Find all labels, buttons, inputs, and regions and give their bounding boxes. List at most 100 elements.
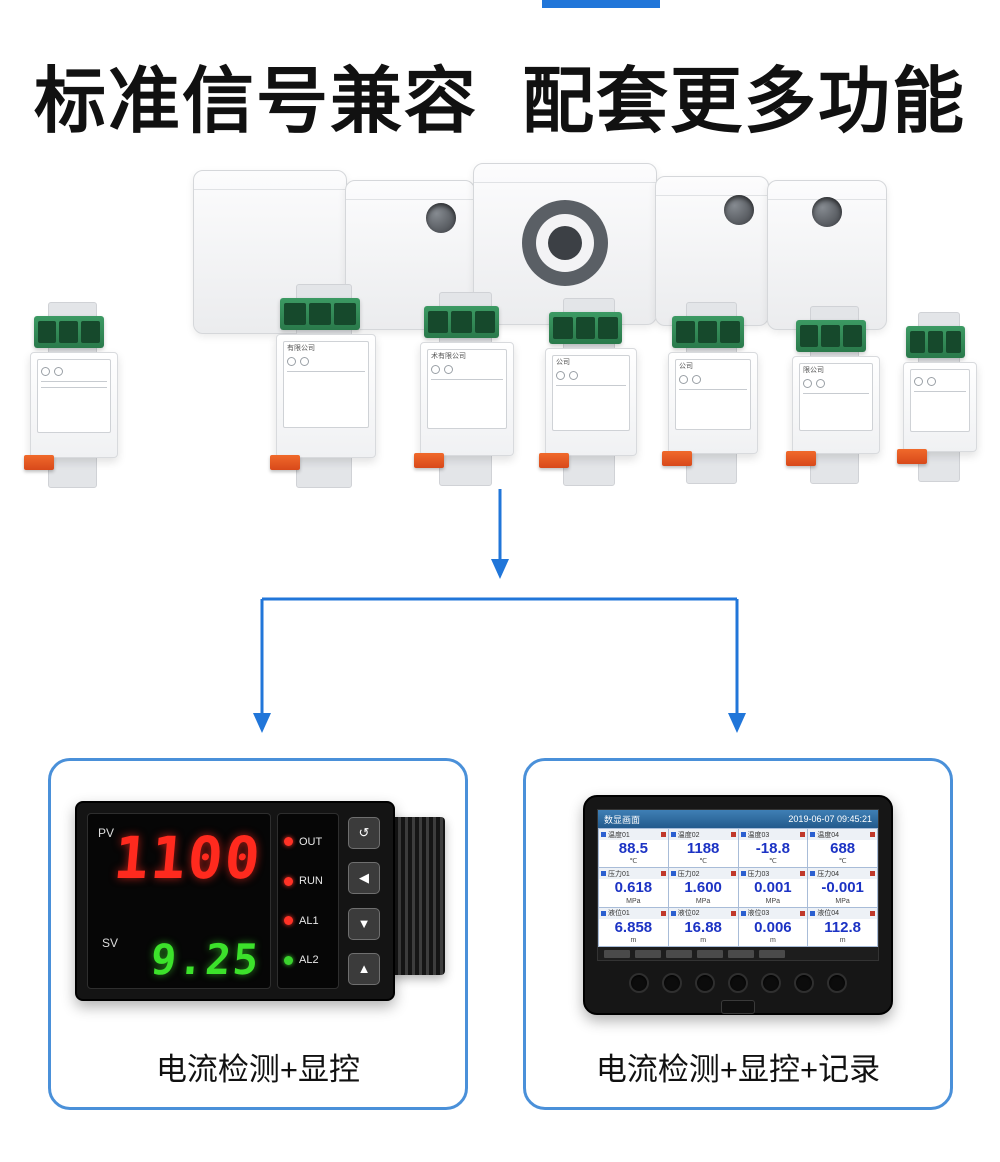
channel-icon [810, 832, 816, 837]
terminal-block [280, 298, 360, 330]
rail-clip [662, 451, 692, 466]
sticker-text: 术有限公司 [431, 353, 466, 360]
isolator-body [655, 176, 769, 326]
terminal-slot [697, 321, 718, 343]
channel-icon [601, 871, 606, 877]
diagram-pin [692, 375, 701, 385]
alarm-icon [870, 910, 875, 916]
diagram-line [287, 371, 365, 373]
diagram-pin [444, 365, 453, 375]
terminal-block [671, 316, 744, 348]
channel-name: 液位03 [747, 910, 770, 918]
toolbar-key [666, 949, 692, 958]
din-module [24, 302, 118, 488]
alarm-icon [870, 871, 875, 877]
channel-cell: 温度03-18.8℃ [738, 829, 808, 868]
indicator-out: OUT [284, 836, 332, 848]
alarm-icon [730, 871, 736, 877]
alarm-icon [660, 871, 666, 877]
channel-icon [670, 832, 676, 837]
lid-seam [194, 189, 346, 190]
terminal-slot [843, 325, 862, 347]
channel-name: 液位04 [817, 910, 840, 918]
channel-name: 液位02 [677, 910, 700, 918]
terminal-slot [928, 331, 944, 353]
terminal-slot [821, 325, 841, 347]
diagram-pin [679, 375, 688, 385]
channel-value: 688 [830, 840, 856, 858]
rail-clip [24, 455, 54, 470]
channel-icon [740, 832, 746, 837]
front-button [794, 973, 814, 993]
channel-name: 温度04 [817, 831, 840, 839]
diagram-pin [431, 365, 440, 375]
screen-title: 数显画面 [604, 814, 641, 825]
channel-value: 0.618 [614, 879, 653, 897]
rail-clip [539, 453, 569, 468]
indicator-label: AL1 [299, 914, 319, 927]
terminal-slot [427, 311, 449, 333]
front-button [827, 973, 847, 993]
channel-name: 压力01 [608, 870, 630, 878]
module-body: 术有限公司 [420, 342, 514, 456]
terminal-block [548, 312, 623, 344]
card-caption: 电流检测+显控 [155, 1052, 361, 1087]
through-hole-core [548, 226, 582, 260]
led-icon [284, 955, 293, 965]
channel-icon [810, 910, 816, 916]
toolbar-key [604, 949, 630, 958]
arrow-left-head [253, 713, 271, 733]
channel-icon [670, 910, 676, 916]
channel-value: 0.006 [754, 918, 792, 936]
diagram-pin [816, 379, 825, 389]
diagram-pin [300, 357, 309, 367]
channel-icon [670, 871, 676, 877]
led-icon [284, 916, 293, 926]
terminal-block [905, 326, 966, 358]
terminal-slot [474, 311, 495, 333]
wiring-diagram [803, 379, 869, 389]
diagram-line [914, 391, 966, 392]
channel-header: 液位04 [808, 907, 877, 919]
channel-header: 压力04 [808, 868, 877, 880]
channel-name: 温度02 [677, 831, 700, 839]
pv-value: 1100 [111, 824, 265, 892]
screen-toolbar [598, 947, 878, 960]
diagram-line [431, 379, 503, 381]
channel-unit: MPa [835, 897, 850, 905]
wiring-diagram [914, 377, 966, 386]
led-icon [284, 876, 293, 886]
diagram-pin [556, 371, 565, 381]
alarm-icon [800, 832, 806, 837]
channel-icon [601, 832, 606, 837]
terminal-slot [284, 303, 306, 325]
terminal-slot [309, 303, 331, 325]
lid-seam [474, 182, 656, 183]
alarm-icon [730, 832, 736, 837]
label-sticker: 公司 [552, 355, 630, 431]
din-module: 有限公司 [270, 284, 376, 488]
channel-unit: MPa [626, 897, 641, 905]
arrow-center-head [491, 559, 509, 579]
indicator-label: AL2 [299, 954, 319, 967]
terminal-block [33, 316, 104, 348]
terminal-slot [799, 325, 819, 347]
diagram-pin [803, 379, 812, 389]
channel-unit: m [630, 936, 637, 944]
diagram-line [41, 381, 107, 382]
screen-titlebar: 数显画面 2019-06-07 09:45:21 [598, 810, 878, 828]
terminal-slot [451, 311, 472, 333]
din-module: 术有限公司 [414, 292, 514, 486]
din-module: 公司 [539, 298, 637, 486]
indicator-al1: AL1 [284, 915, 332, 927]
rail-clip [786, 451, 816, 466]
module-body [903, 362, 977, 452]
